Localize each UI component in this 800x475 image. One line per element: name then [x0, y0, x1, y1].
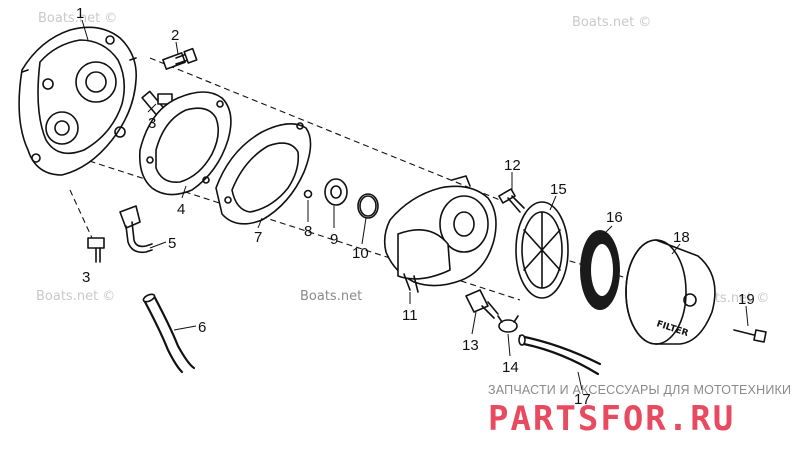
leader-line [671, 243, 681, 255]
hose-part [518, 334, 602, 376]
o-ring-part [357, 193, 379, 219]
leader-line [81, 19, 89, 41]
screw-part [733, 329, 767, 343]
leader-line [549, 195, 557, 211]
callout-number: 13 [462, 337, 479, 354]
gasket-part [138, 91, 232, 196]
leader-line [361, 217, 367, 245]
callout-number: 12 [504, 157, 521, 174]
callout-number: 5 [168, 235, 176, 252]
filter-seal-part [580, 230, 620, 310]
leader-line [173, 325, 197, 331]
valve-part [303, 189, 313, 199]
pump-housing-part [18, 26, 137, 176]
bolt-part [87, 237, 105, 263]
leader-line [603, 225, 613, 235]
assembly-axis-line [149, 57, 501, 201]
callout-number: 4 [177, 201, 185, 218]
hose-clip-part [497, 315, 519, 333]
callout-number: 16 [606, 209, 623, 226]
bolt-part [162, 47, 198, 70]
callout-number: 7 [254, 229, 262, 246]
watermark: Boats.net © [38, 11, 117, 26]
callout-number: 15 [550, 181, 567, 198]
hose-part [142, 293, 196, 374]
brand-subtitle: ЗАПЧАСТИ И АКСЕССУАРЫ ДЛЯ МОТОТЕХНИКИ [488, 383, 791, 397]
callout-number: 3 [148, 115, 156, 132]
screw-part [498, 188, 525, 213]
bolt-part [141, 90, 173, 116]
watermark: Boats.net [300, 289, 362, 304]
leader-line [257, 217, 263, 229]
callout-number: 11 [402, 307, 418, 324]
callout-number: 10 [352, 245, 369, 262]
watermark: Boats.net © [572, 15, 651, 30]
callout-number: 19 [738, 291, 755, 308]
leader-line [471, 311, 477, 335]
nipple-fitting-part [465, 289, 499, 319]
callout-number: 18 [673, 229, 690, 246]
callout-number: 1 [76, 5, 84, 22]
leader-line [745, 305, 749, 327]
pump-body-part [383, 175, 497, 293]
brand-logo: PARTSFOR.RU [488, 399, 735, 439]
leader-line [577, 371, 583, 391]
callout-number: 14 [502, 359, 519, 376]
leader-line [181, 185, 187, 199]
watermark: Boats.net © [36, 289, 115, 304]
leader-line [175, 41, 179, 55]
filter-cup-part: FILTER [625, 239, 716, 345]
callout-number: 6 [198, 319, 206, 336]
assembly-axis-line [69, 189, 93, 239]
leader-line [149, 241, 167, 249]
diaphragm-part [215, 122, 312, 225]
filter-screen-part [515, 201, 569, 299]
callout-number: 8 [304, 223, 312, 240]
callout-number: 17 [574, 391, 591, 408]
callout-number: 2 [171, 27, 179, 44]
elbow-fitting-part [119, 205, 153, 254]
callout-number: 3 [82, 269, 90, 286]
valve-seat-part [324, 178, 348, 206]
leader-line [147, 103, 157, 113]
callout-number: 9 [330, 231, 338, 248]
leader-line [507, 333, 511, 357]
